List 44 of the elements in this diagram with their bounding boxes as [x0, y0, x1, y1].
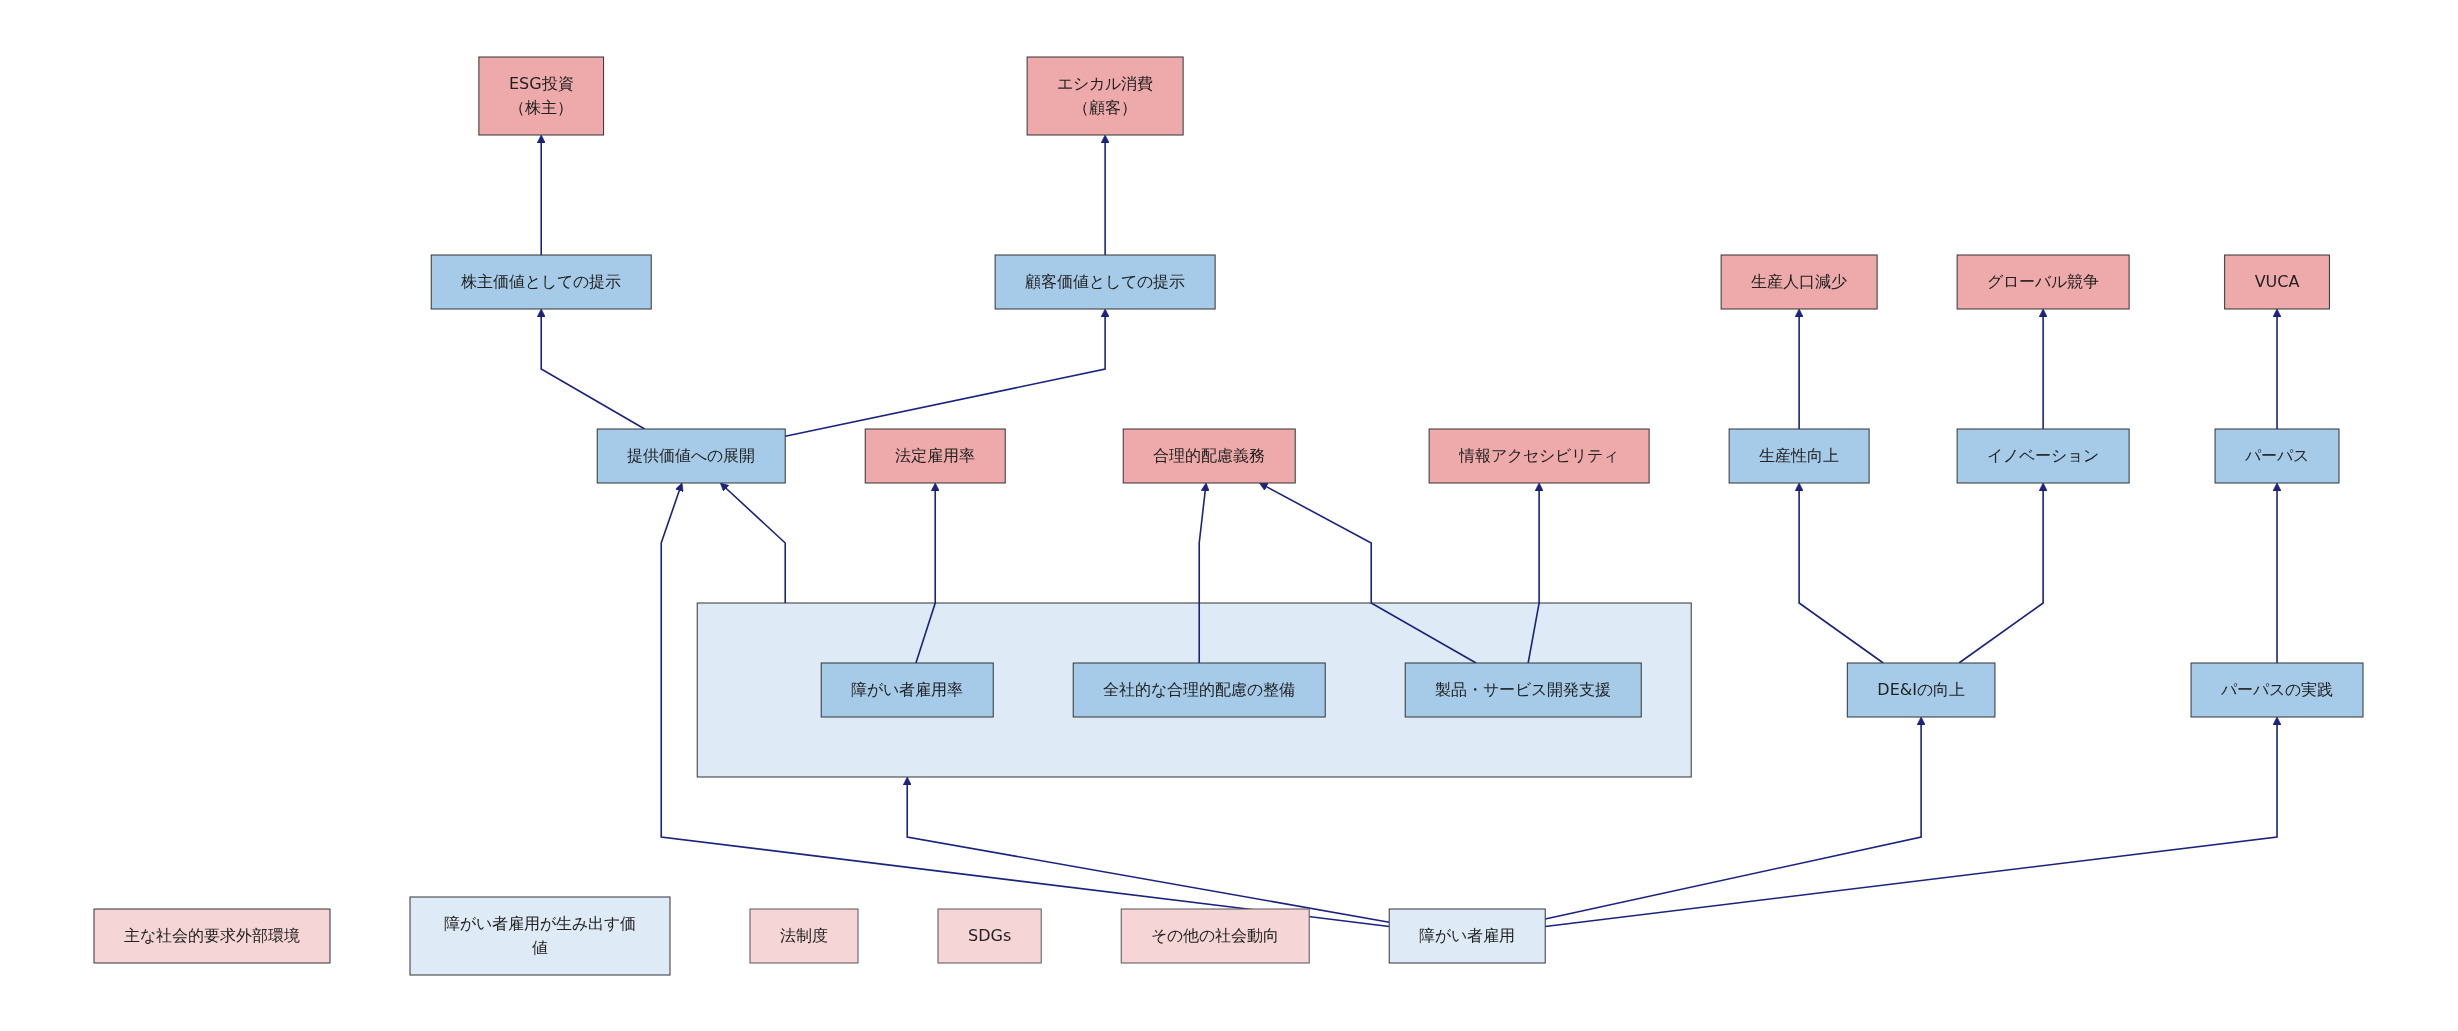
arrow [537, 134, 547, 256]
node-box: 法定雇用率 [865, 428, 1007, 483]
node-box: 顧客価値としての提示 [995, 254, 1217, 309]
node-box: 主な社会的要求外部環境 [94, 908, 331, 963]
arrow [1795, 308, 1804, 430]
node-box: SDGs [938, 908, 1043, 963]
node-box: エシカル消費 （顧客） [1027, 56, 1185, 135]
arrow [1544, 716, 2282, 927]
node-box: パーパスの実践 [2191, 662, 2364, 717]
node-box: イノベーション [1957, 428, 2131, 483]
node-box: 情報アクセシビリティ [1429, 428, 1651, 483]
arrow [784, 308, 1110, 437]
node-box: 生産性向上 [1729, 428, 1871, 483]
cluster [697, 602, 1693, 777]
arrow [1958, 482, 2048, 664]
node-box: VUCA [2224, 254, 2331, 309]
arrow [660, 482, 1391, 927]
arrow [1795, 482, 1885, 664]
arrow [537, 308, 646, 430]
node-box: 障がい者雇用が生み出す価値 [410, 896, 671, 975]
arrow [1544, 716, 1926, 920]
node-box: 法制度 [750, 908, 859, 963]
arrow [2039, 308, 2048, 430]
node-box: その他の社会動向 [1121, 908, 1311, 963]
node-box: 製品・サービス開発支援 [1405, 662, 1643, 717]
arrow [1101, 134, 1110, 256]
node-box: ESG投資 （株主） [478, 56, 605, 135]
arrow [1198, 482, 1211, 664]
arrow [2273, 308, 2282, 430]
node-box: 全社的な合理的配慮の整備 [1073, 662, 1327, 717]
node-box: グローバル競争 [1957, 254, 2131, 309]
node-box: 生産人口減少 [1721, 254, 1879, 309]
node-box: 障がい者雇用率 [821, 662, 995, 717]
arrow [915, 482, 941, 664]
node-box: 提供価値への展開 [597, 428, 787, 483]
node-box: 株主価値としての提示 [431, 254, 653, 309]
arrow [903, 776, 1391, 923]
arrow [720, 482, 787, 604]
node-box: DE&Iの向上 [1847, 662, 1996, 717]
node-box: 障がい者雇用 [1389, 908, 1547, 963]
node-box: パーパス [2215, 428, 2340, 483]
arrow [2273, 482, 2282, 664]
arrow [1527, 482, 1544, 664]
node-box: 合理的配慮義務 [1123, 428, 1297, 483]
